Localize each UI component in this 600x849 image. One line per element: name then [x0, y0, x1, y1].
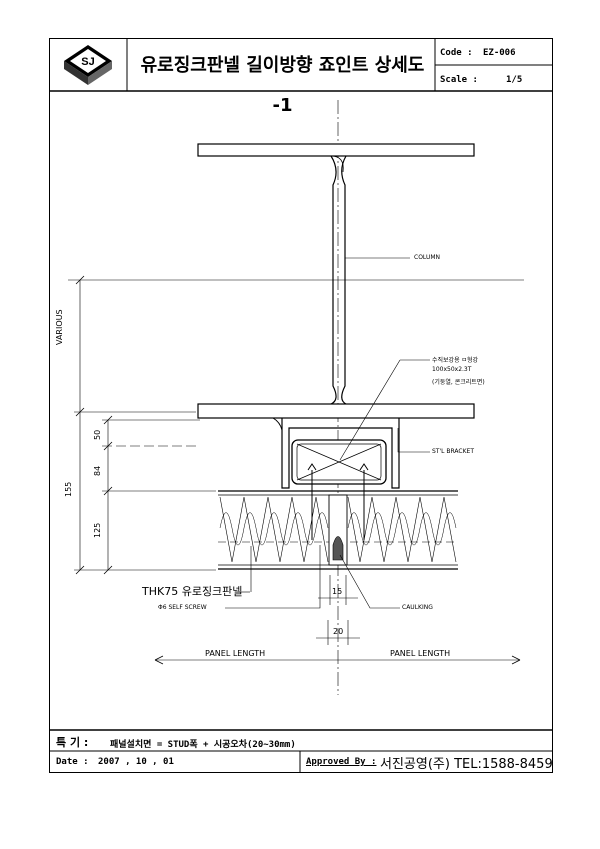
- caulking-label: CAULKING: [402, 604, 433, 611]
- dimension-lines: [74, 275, 521, 665]
- square-pipe: [291, 439, 387, 485]
- note-label: 특 기 :: [56, 736, 89, 749]
- drawing-title: 유로징크판넬 길이방향 죠인트 상세도 -1: [140, 55, 425, 116]
- bracket-label: ST'L BRACKET: [432, 448, 474, 455]
- h-beam-column: [197, 143, 475, 419]
- panel-length-right: PANEL LENGTH: [390, 649, 451, 658]
- drawing-sheet-border: [49, 38, 553, 773]
- steel-bracket: [272, 417, 400, 489]
- code-value: EZ-006: [483, 48, 516, 58]
- screw-label: Φ6 SELF SCREW: [158, 604, 207, 611]
- leader-lines: [225, 257, 430, 609]
- pipe-label-line1: 수직보강용 ㅁ형강: [432, 357, 479, 364]
- date-label: Date :: [56, 757, 89, 767]
- pipe-label-line2: 100x50x2.3T: [432, 366, 472, 373]
- code-label: Code :: [440, 48, 473, 58]
- panel-length-left: PANEL LENGTH: [205, 649, 266, 658]
- date-value: 2007 , 10 , 01: [98, 757, 174, 767]
- panel-label: THK75 유로징크판넬: [142, 585, 243, 598]
- dim-125: 125: [93, 522, 102, 538]
- company-logo: SJ: [64, 45, 112, 85]
- note-text: 패널설치면 = STUD폭 + 시공오차(20~30mm): [110, 740, 296, 750]
- column-label: COLUMN: [414, 254, 441, 261]
- insulated-panel: [218, 463, 458, 570]
- dim-155: 155: [64, 481, 73, 497]
- dim-84: 84: [93, 465, 102, 476]
- approved-value: 서진공영(주) TEL:1588-8459: [380, 757, 553, 772]
- dim-15: 15: [332, 587, 343, 596]
- scale-value: 1/5: [506, 75, 523, 85]
- approved-label: Approved By :: [306, 757, 377, 767]
- dim-various: VARIOUS: [55, 309, 64, 345]
- dim-20: 20: [333, 627, 344, 636]
- dim-50: 50: [93, 429, 102, 440]
- logo-text: SJ: [81, 56, 94, 68]
- pipe-label-line3: (기둥열, 콘크리트면): [432, 379, 485, 386]
- scale-label: Scale :: [440, 75, 478, 85]
